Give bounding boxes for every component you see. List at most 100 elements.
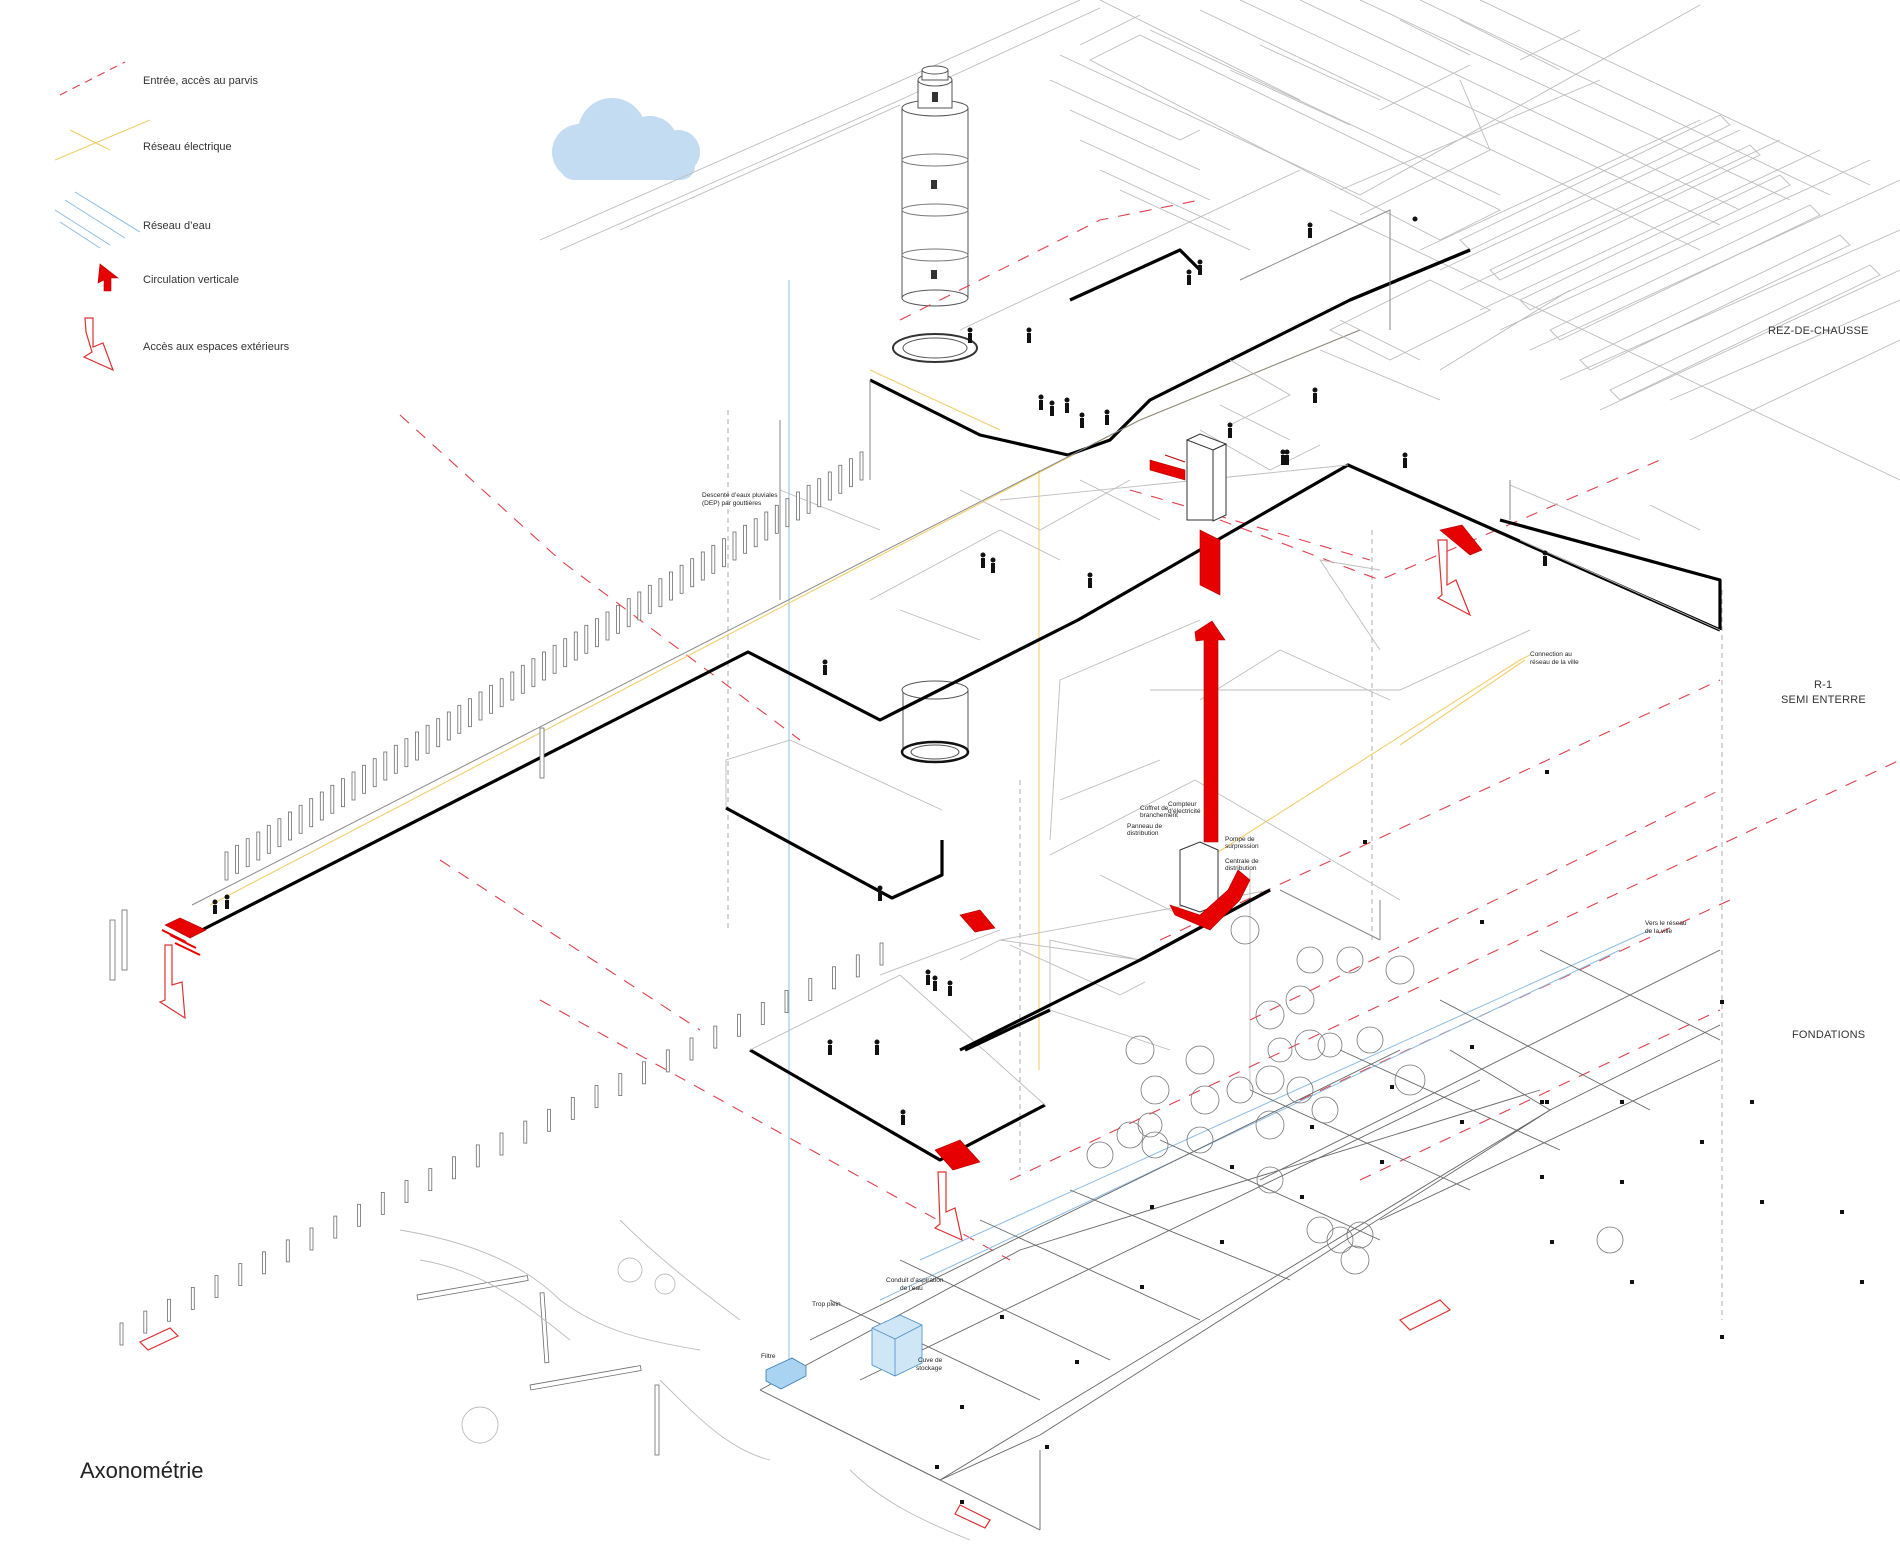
wall-panels: [109, 727, 660, 1456]
site-fence-post: [285, 1239, 290, 1263]
foundation-piles: [880, 770, 1864, 1504]
note-overflow: Trop plein: [812, 1301, 841, 1308]
legend-label-entrance: Entrée, accès au parvis: [143, 75, 258, 87]
promenade-fence-post: [340, 778, 345, 808]
promenade-fence-post: [266, 824, 271, 854]
level-label-r1-line2: SEMI ENTERRE: [1781, 694, 1866, 706]
legend-label-electric: Réseau électrique: [143, 141, 232, 153]
promenade-fence-post: [245, 838, 250, 868]
water-tank: [871, 1314, 923, 1377]
note-suction-line1: Conduit d’aspiration: [886, 1277, 944, 1284]
promenade-fence-post: [499, 678, 504, 708]
promenade-fence-post: [616, 604, 620, 634]
promenade-fence-post: [584, 624, 589, 654]
promenade-fence-post: [722, 538, 726, 568]
site-fence-post: [262, 1251, 266, 1275]
note-pump-line2: surpression: [1225, 843, 1259, 850]
promenade-fence-post: [277, 818, 282, 848]
promenade-fence-post: [298, 804, 303, 834]
promenade-fence-post: [817, 478, 822, 508]
site-fence-post: [665, 1049, 670, 1073]
promenade-fence-post: [457, 704, 462, 734]
semi-basement-floor: [725, 619, 1531, 996]
cloud-icon: [552, 98, 700, 180]
site-fence-post: [808, 978, 813, 1001]
legend-water-icon: [54, 191, 141, 249]
site-fence-post: [784, 990, 789, 1013]
site-fence-post: [452, 1156, 456, 1180]
outdoor-arrow-east: [1436, 539, 1472, 617]
note-city-connection-line2: réseau de la ville: [1530, 659, 1579, 666]
promenade-fence-post: [605, 611, 610, 641]
site-fence-post: [642, 1061, 646, 1085]
level-label-foundations: FONDATIONS: [1792, 1029, 1865, 1041]
note-filter: Filtre: [761, 1353, 776, 1360]
site-fence-post: [333, 1215, 338, 1239]
promenade-fence-post: [467, 698, 472, 728]
promenade-fence-post: [658, 578, 663, 608]
note-distribution-station-line2: distribution: [1225, 865, 1257, 872]
promenade-fence-post: [859, 451, 864, 481]
note-tank-line1: Cuve de: [918, 1357, 943, 1364]
lighthouse: [892, 65, 978, 363]
promenade-fence-post: [573, 631, 578, 661]
legend-label-water: Réseau d’eau: [143, 220, 211, 232]
promenade-fence-post: [774, 504, 779, 534]
legend-label-vertical-circulation: Circulation verticale: [143, 274, 239, 286]
promenade-fence-post: [626, 598, 631, 628]
lower-platform: [749, 929, 1171, 1162]
note-elec-meter-line1: Compteur: [1168, 801, 1197, 808]
note-city-connection-line1: Connection au: [1530, 651, 1572, 658]
promenade-fence-post: [436, 718, 441, 748]
site-fence-post: [357, 1203, 361, 1227]
promenade-fence-post: [743, 524, 747, 554]
promenade-fence-post: [351, 771, 356, 801]
promenade-fence-post: [478, 691, 483, 721]
foundations-grid: [759, 949, 1721, 1531]
promenade-fence-post: [520, 664, 525, 694]
lower-fence-posts: [119, 942, 884, 1346]
people-silhouettes: [212, 216, 1548, 1125]
site-fence-post: [380, 1192, 385, 1215]
level-label-r1-line1: R-1: [1814, 679, 1832, 691]
note-city-network-line1: Vers le réseau: [1645, 920, 1687, 927]
note-distribution-station-line1: Centrale de: [1225, 858, 1259, 865]
promenade-fence-post: [330, 784, 335, 814]
site-fence-post: [594, 1085, 599, 1108]
outdoor-arrow-lower: [933, 1171, 963, 1242]
promenade-fence-post: [764, 511, 769, 541]
legend: Entrée, accès au parvis Réseau électriqu…: [54, 61, 290, 372]
site-fence-post: [238, 1263, 243, 1286]
outdoor-arrow-foundations-west: [138, 1327, 180, 1351]
promenade-fence-post: [425, 724, 430, 754]
level-label-ground: REZ-DE-CHAUSSE: [1768, 325, 1869, 337]
note-city-network-line2: de la ville: [1645, 928, 1672, 935]
site-contours: [399, 1219, 971, 1541]
site-context: [539, 0, 1900, 481]
promenade-fence-post: [796, 491, 800, 521]
note-elec-meter-line2: d’électricité: [1168, 808, 1201, 815]
outdoor-arrow-left: [158, 944, 186, 1020]
legend-label-outdoor-access: Accès aux espaces extérieurs: [143, 341, 290, 353]
site-fence-post: [119, 1322, 124, 1346]
site-fence-post: [214, 1275, 219, 1298]
outdoor-arrow-foundations-south: [954, 1504, 991, 1529]
promenade-fence-post: [362, 764, 367, 794]
site-fence-post: [855, 954, 860, 978]
note-gutter-line2: (DEP) par gouttières: [702, 500, 762, 507]
promenade-fence-post: [531, 658, 536, 688]
promenade-fence-post: [563, 638, 568, 668]
promenade-fence-post: [637, 591, 642, 621]
note-suction-line2: de l’eau: [900, 1285, 923, 1292]
promenade-fence-post: [785, 498, 790, 528]
note-distribution-panel-line2: distribution: [1127, 830, 1159, 837]
note-gutter-line1: Descente d’eaux pluviales: [702, 492, 778, 499]
legend-outdoor-access-icon: [82, 317, 115, 372]
promenade-fence-post: [552, 644, 557, 674]
site-fence-post: [309, 1227, 314, 1251]
site-fence-post: [713, 1025, 718, 1049]
promenade-fence-post: [256, 831, 261, 861]
site-fence-post: [404, 1180, 409, 1203]
